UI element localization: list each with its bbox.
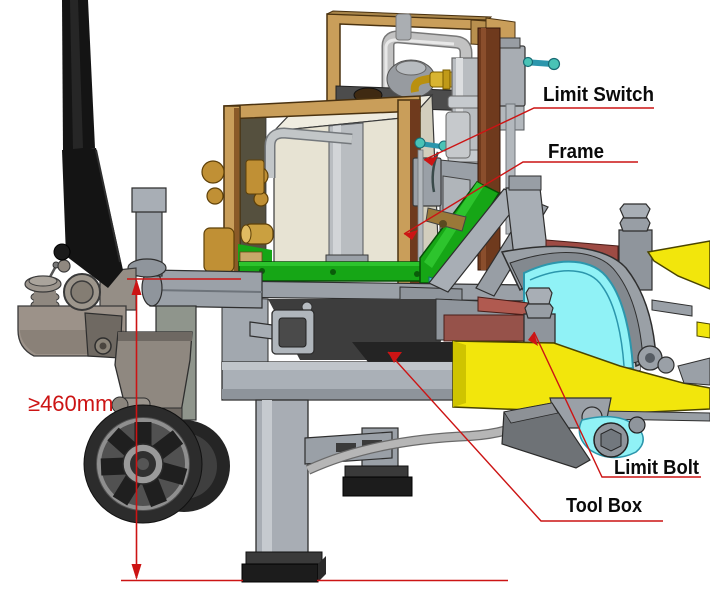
svg-text:≥460mm: ≥460mm: [28, 391, 113, 416]
svg-text:Frame: Frame: [548, 141, 604, 163]
svg-text:Tool Box: Tool Box: [566, 495, 642, 517]
svg-text:Limit Bolt: Limit Bolt: [614, 457, 699, 479]
svg-text:Limit Switch: Limit Switch: [543, 84, 654, 106]
